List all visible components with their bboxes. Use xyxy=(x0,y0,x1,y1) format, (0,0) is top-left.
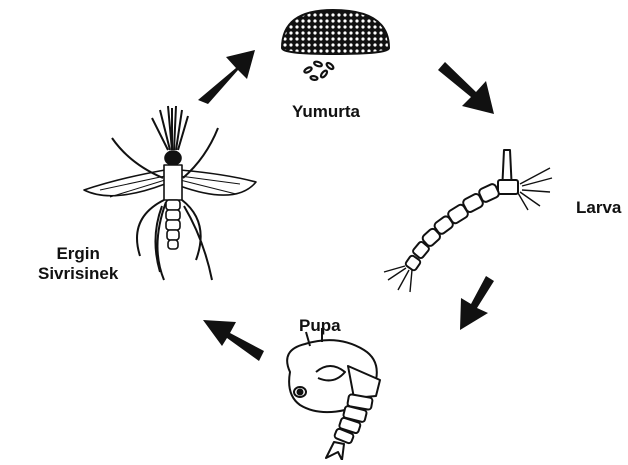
stage-label-adult-line1: Ergin xyxy=(38,244,118,264)
arrow-larva-to-pupa-icon xyxy=(460,276,494,330)
stage-label-pupa: Pupa xyxy=(299,316,341,336)
pupa-icon xyxy=(287,328,380,460)
arrow-adult-to-egg-icon xyxy=(198,50,255,104)
stage-label-adult: Ergin Sivrisinek xyxy=(38,244,118,284)
egg-raft-icon xyxy=(282,10,389,80)
larva-icon xyxy=(384,150,552,292)
cycle-arrows xyxy=(198,50,494,361)
arrow-pupa-to-adult-icon xyxy=(203,320,264,361)
stage-label-adult-line2: Sivrisinek xyxy=(38,264,118,284)
stage-label-egg: Yumurta xyxy=(292,102,360,122)
stage-label-larva: Larva xyxy=(576,198,621,218)
arrow-egg-to-larva-icon xyxy=(438,62,494,114)
